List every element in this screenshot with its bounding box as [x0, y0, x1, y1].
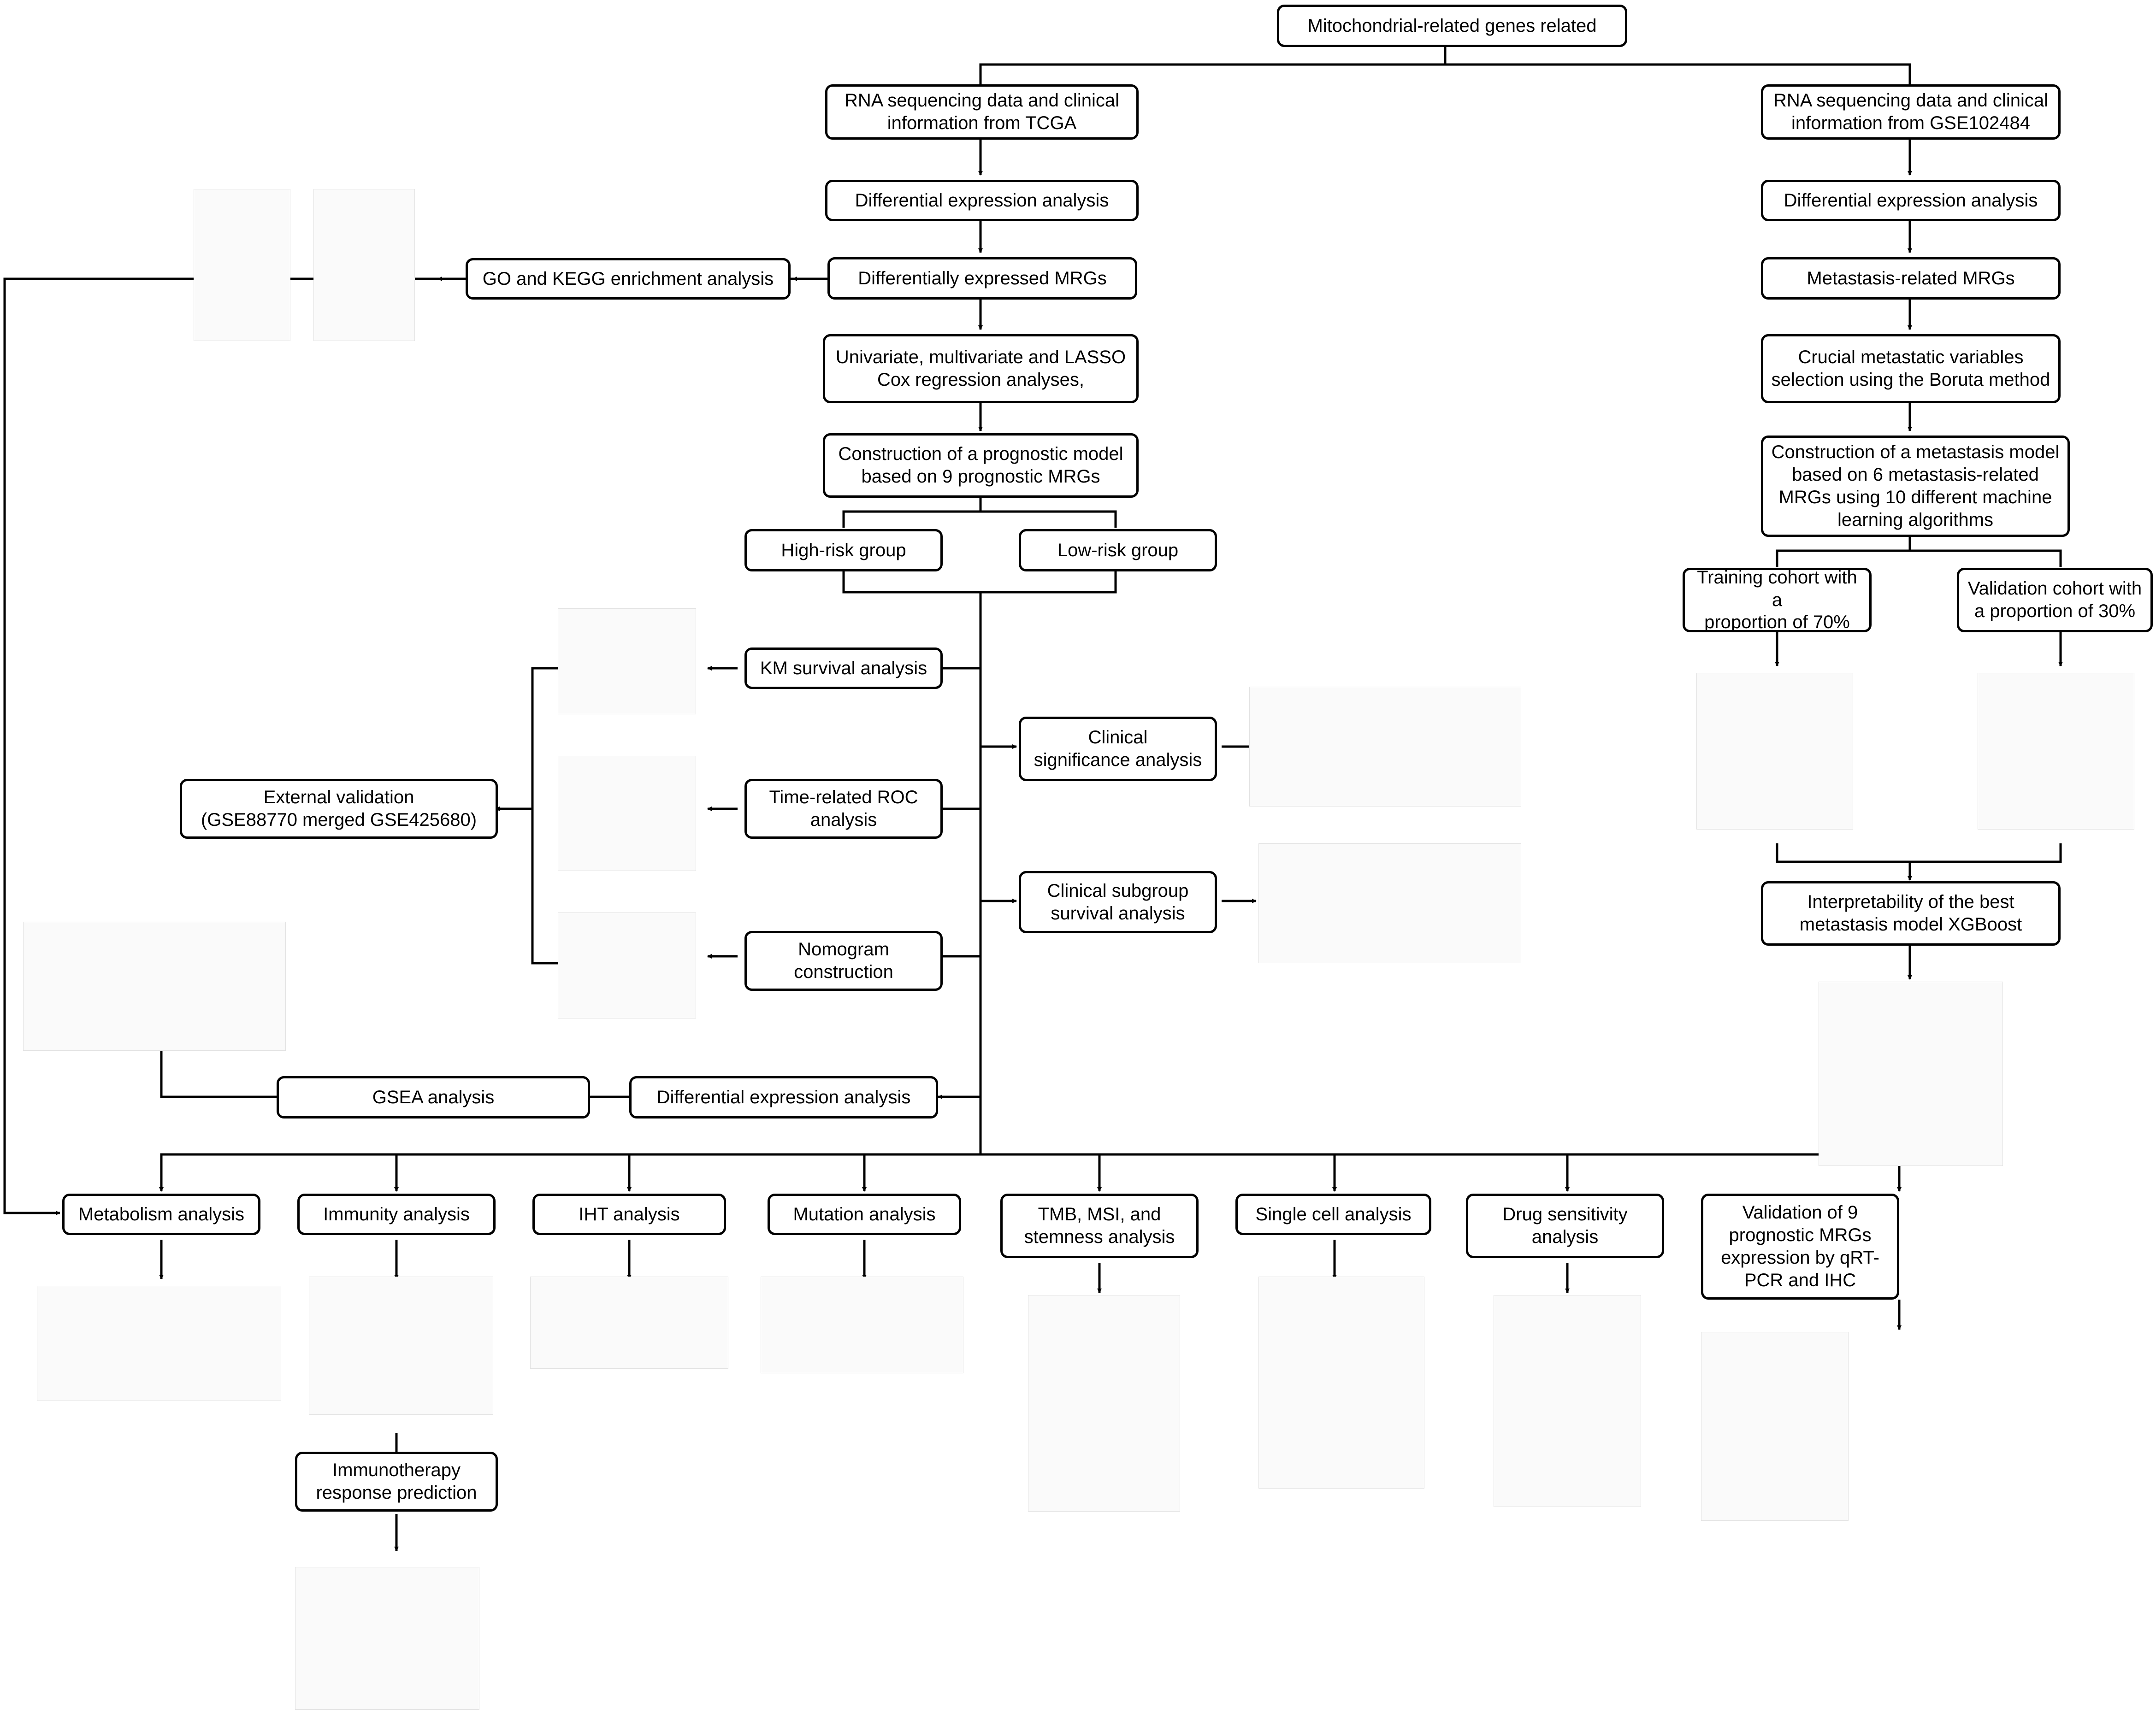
node-de-mrgs: Differentially expressed MRGs	[827, 257, 1137, 300]
iht-boxplots-thumbnail	[530, 1277, 728, 1369]
metabolism-boxplots-thumbnail	[37, 1286, 281, 1401]
node-interpretability: Interpretability of the best metastasis …	[1761, 881, 2061, 946]
node-validation-cohort: Validation cohort with a proportion of 3…	[1957, 568, 2153, 632]
subgroup-km-grid-thumbnail	[1258, 843, 1521, 963]
node-mutation: Mutation analysis	[768, 1194, 961, 1235]
drug-sensitivity-plots-thumbnail	[1494, 1295, 1641, 1507]
km-plot-thumbnail	[558, 608, 696, 714]
node-gsea: GSEA analysis	[277, 1076, 590, 1118]
node-training-cohort: Training cohort with a proportion of 70%	[1683, 567, 1872, 632]
node-qrt-validation: Validation of 9 prognostic MRGs expressi…	[1701, 1194, 1899, 1300]
node-boruta: Crucial metastatic variables selection u…	[1761, 334, 2061, 403]
node-go-kegg: GO and KEGG enrichment analysis	[466, 258, 791, 300]
node-clinical-significance: Clinical significance analysis	[1019, 717, 1217, 781]
node-cox: Univariate, multivariate and LASSO Cox r…	[823, 334, 1139, 403]
node-single-cell: Single cell analysis	[1235, 1194, 1431, 1235]
node-dea-left: Differential expression analysis	[825, 180, 1139, 221]
xgboost-interpretability-thumbnail	[1819, 982, 2003, 1166]
gsea-plot-thumbnail	[23, 922, 286, 1051]
node-clinical-subgroup: Clinical subgroup survival analysis	[1019, 871, 1217, 933]
nomogram-plot-thumbnail	[558, 912, 696, 1018]
node-nomogram: Nomogram construction	[744, 931, 943, 991]
node-km-survival: KM survival analysis	[744, 648, 943, 689]
node-metastasis-mrgs: Metastasis-related MRGs	[1761, 257, 2061, 300]
validation-roc-thumbnail	[1978, 673, 2134, 830]
node-low-risk: Low-risk group	[1019, 529, 1217, 571]
node-high-risk: High-risk group	[744, 529, 943, 571]
node-time-roc: Time-related ROC analysis	[744, 779, 943, 839]
immunity-boxplots-thumbnail	[309, 1277, 493, 1415]
qrt-ihc-images-thumbnail	[1701, 1332, 1849, 1521]
time-roc-plot-thumbnail	[558, 756, 696, 871]
node-tcga-data: RNA sequencing data and clinical informa…	[825, 84, 1139, 140]
node-iht: IHT analysis	[532, 1194, 726, 1235]
node-metabolism: Metabolism analysis	[62, 1194, 260, 1235]
node-immunity: Immunity analysis	[297, 1194, 496, 1235]
node-tmb-msi: TMB, MSI, and stemness analysis	[1000, 1194, 1199, 1258]
go-bubble-plot-thumbnail	[194, 189, 290, 341]
kegg-bubble-plot-thumbnail	[313, 189, 415, 341]
tmb-msi-plots-thumbnail	[1028, 1295, 1180, 1512]
single-cell-plots-thumbnail	[1258, 1277, 1424, 1489]
node-mito-genes: Mitochondrial-related genes related	[1277, 5, 1627, 47]
mutation-waterfall-thumbnail	[761, 1277, 963, 1373]
node-immunotherapy: Immunotherapy response prediction	[295, 1452, 498, 1512]
node-external-validation: External validation (GSE88770 merged GSE…	[180, 779, 498, 839]
node-drug-sensitivity: Drug sensitivity analysis	[1466, 1194, 1664, 1258]
node-metastasis-model: Construction of a metastasis model based…	[1761, 436, 2070, 537]
node-geo-data: RNA sequencing data and clinical informa…	[1761, 84, 2061, 140]
node-dea-bottom: Differential expression analysis	[629, 1076, 938, 1118]
clinical-boxplots-thumbnail	[1249, 687, 1521, 806]
immunotherapy-plots-thumbnail	[295, 1567, 479, 1710]
node-prognostic-model: Construction of a prognostic model based…	[823, 433, 1139, 498]
node-dea-right: Differential expression analysis	[1761, 180, 2061, 221]
training-roc-thumbnail	[1696, 673, 1853, 830]
